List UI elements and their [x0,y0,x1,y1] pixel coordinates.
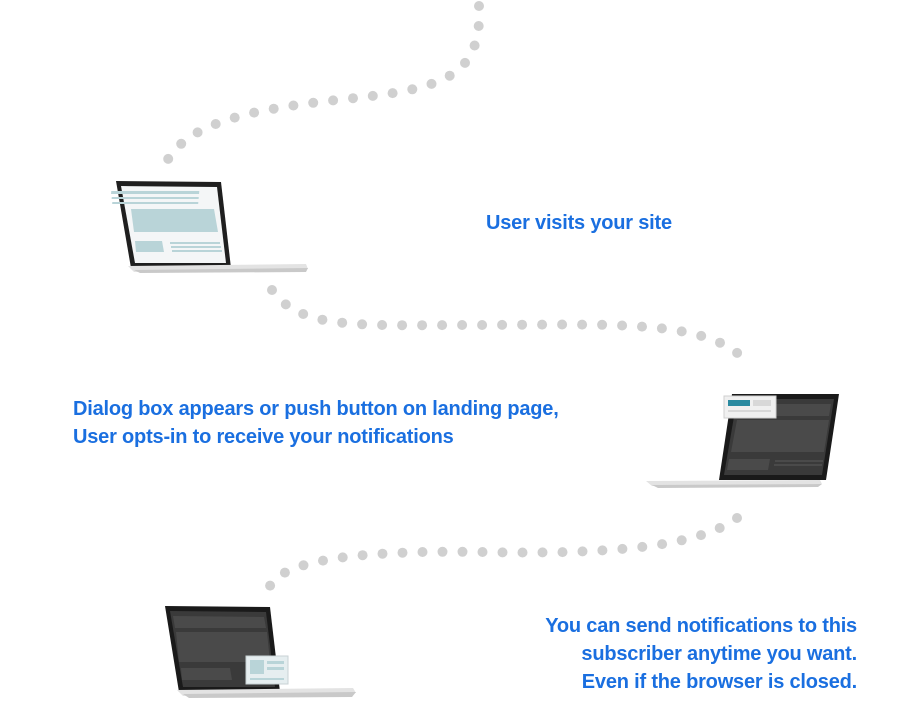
connector-dot [280,299,291,310]
laptop-light-screen-icon [111,181,308,273]
connector-dot [357,550,368,561]
connector-dot [318,555,328,566]
connector-dot [176,138,187,149]
connector-dot [696,330,707,341]
connector-dot [714,523,725,533]
connector-dot [577,546,588,557]
connector-dot [210,119,221,129]
laptop-dark-notification-icon [165,606,356,698]
connector-dot [657,539,668,550]
connector-dot [537,319,548,330]
connector-dot [732,513,742,523]
connector-dot [715,337,725,348]
step-opt-in-line-1: Dialog box appears or push button on lan… [73,398,559,420]
connector-dot [288,100,299,111]
connector-dot [407,84,418,95]
connector-dot [192,127,203,138]
connector-dot [477,547,488,557]
connector-dot [377,320,388,330]
step-visit-text: User visits your site [486,209,672,237]
dotted-connector-path [163,1,743,591]
step-visit-line-1: User visits your site [486,212,672,234]
connector-dot [517,319,528,330]
connector-dot [417,320,428,331]
connector-dot [517,547,528,558]
connector-dot [577,319,588,330]
connector-dot [397,320,408,331]
connector-dot [473,21,484,31]
connector-dot [477,320,488,330]
connector-dot [497,547,508,558]
connector-dot [656,323,667,334]
connector-dot [348,93,358,104]
connector-dot [337,317,348,328]
step-send-line-3: Even if the browser is closed. [581,671,857,693]
connector-dot [597,319,608,330]
connector-dot [357,319,368,330]
connector-dot [229,112,240,123]
step-send-line-1: You can send notifications to this [545,615,857,637]
connector-dot [676,535,687,546]
connector-dot [557,319,568,330]
connector-dot [249,107,260,118]
connector-dot [457,546,468,557]
connector-dot [267,285,277,295]
connector-dot [474,1,484,11]
connector-dot [426,78,437,89]
connector-dot [457,320,468,330]
step-send-text: You can send notifications to this subsc… [545,612,857,696]
connector-dot [279,567,290,578]
connector-dot [328,95,339,106]
connector-dot [497,319,508,330]
connector-dot [437,546,448,557]
step-opt-in-text: Dialog box appears or push button on lan… [73,395,559,451]
connector-dot [387,88,398,99]
connector-dot [417,547,428,557]
connector-dot [397,547,408,558]
connector-dot [537,547,548,558]
step-send-line-2: subscriber anytime you want. [581,643,857,665]
connector-dot [696,530,706,541]
connector-dot [308,97,319,108]
connector-dot [367,90,378,101]
laptop-dark-dialog-icon [646,394,839,488]
connector-dot [163,153,174,164]
connector-dot [298,309,309,319]
connector-dot [377,548,388,559]
connector-dot [317,314,328,325]
connector-dot [437,320,448,331]
connector-dot [676,326,687,337]
connector-dot [617,320,628,331]
connector-dot [444,70,455,81]
connector-dot [637,541,648,552]
connector-dot [732,347,743,358]
connector-dot [557,547,568,558]
connector-dot [337,552,348,563]
connector-dot [265,580,276,591]
connector-dot [617,543,628,554]
connector-dot [637,321,647,332]
connector-dot [460,57,470,68]
connector-dot [268,103,279,114]
step-opt-in-line-2: User opts-in to receive your notificatio… [73,426,454,448]
connector-dot [597,545,608,556]
connector-dot [469,40,480,51]
connector-dot [298,560,309,571]
